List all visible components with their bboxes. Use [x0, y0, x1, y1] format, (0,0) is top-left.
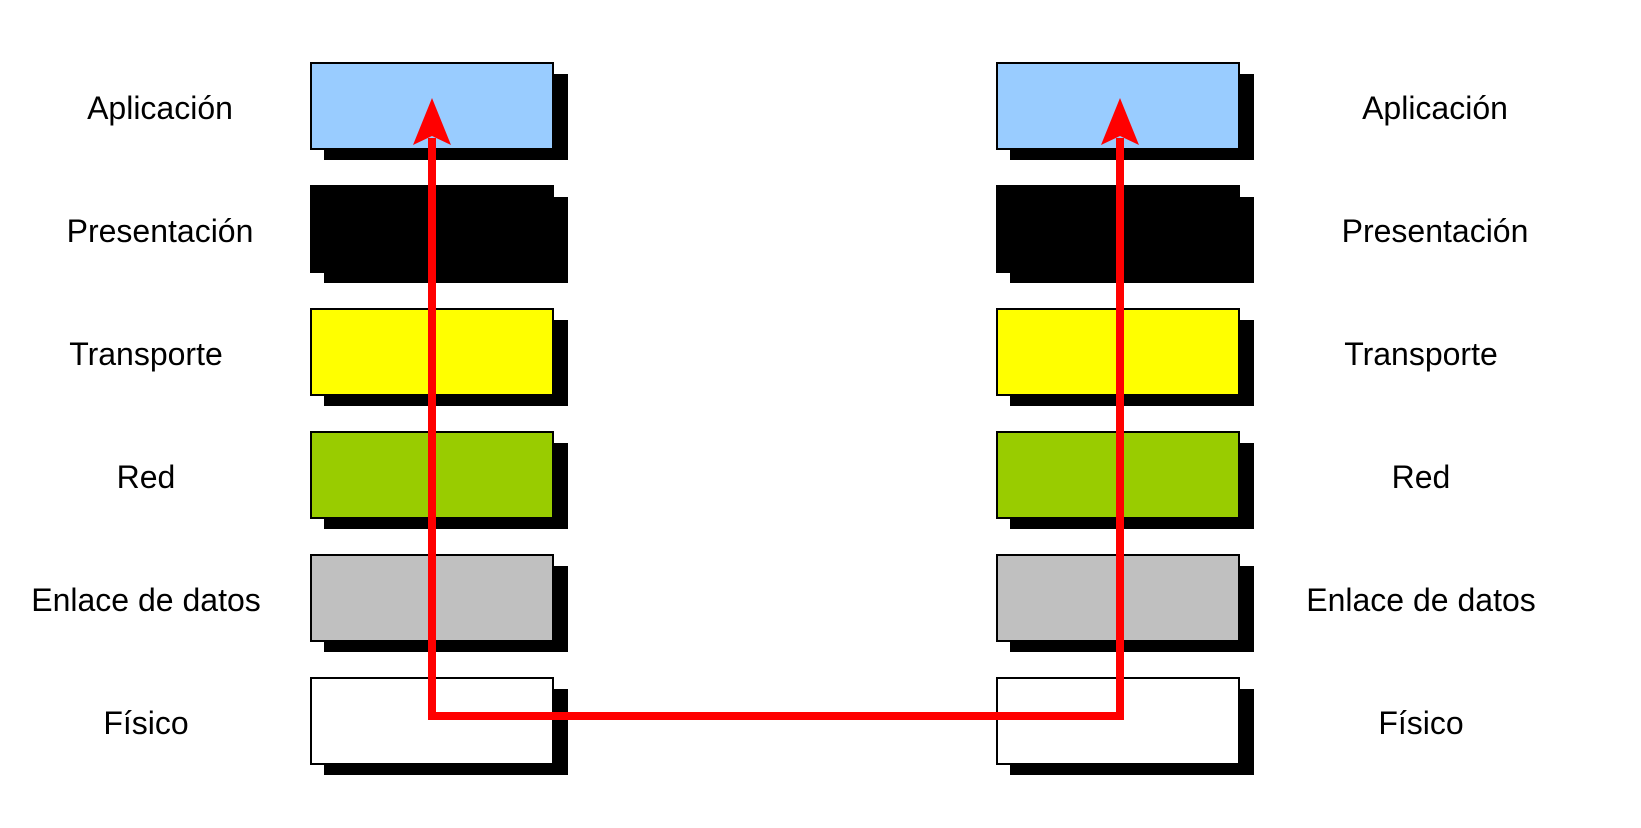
left-label-enlace-de-datos: Enlace de datos [31, 582, 261, 618]
right-label-aplicacion: Aplicación [1362, 90, 1508, 126]
left-label-fisico: Físico [103, 705, 189, 741]
right-arrowhead-icon [1101, 98, 1139, 145]
left-label-transporte: Transporte [69, 336, 223, 372]
right-label-red: Red [1391, 459, 1451, 495]
left-label-aplicacion: Aplicación [87, 90, 233, 126]
right-label-enlace-de-datos: Enlace de datos [1306, 582, 1536, 618]
left-label-red: Red [116, 459, 176, 495]
right-label-fisico: Físico [1378, 705, 1464, 741]
right-label-transporte: Transporte [1344, 336, 1498, 372]
right-label-presentacion: Presentación [1341, 213, 1529, 249]
left-label-presentacion: Presentación [66, 213, 254, 249]
left-arrowhead-icon [413, 98, 451, 145]
route-line [428, 138, 1124, 720]
